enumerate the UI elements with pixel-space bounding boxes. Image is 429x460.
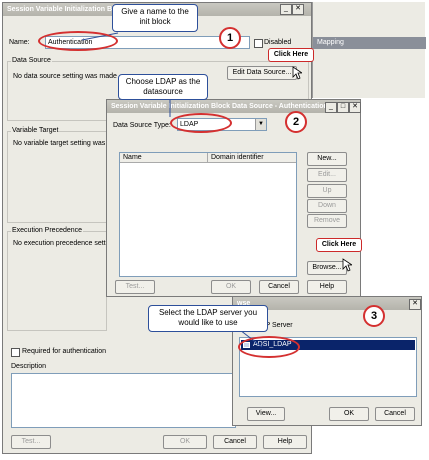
background-mapping-text: Mapping [317,39,344,46]
ds-minimize-button[interactable]: _ [325,102,337,113]
main-close-button[interactable]: ✕ [292,4,304,15]
required-auth-label: Required for authentication [22,348,107,355]
step-1-marker: 1 [219,27,241,49]
edit-button[interactable]: Edit... [307,168,347,182]
view-button[interactable]: View... [247,407,285,421]
ds-cancel-button[interactable]: Cancel [259,280,299,294]
step-2-marker: 2 [285,111,307,133]
ldap-list-header [120,153,296,163]
background-window: Mapping [312,2,426,98]
new-button[interactable]: New... [307,152,347,166]
col-name-header[interactable]: Name [123,154,142,161]
col-domain-header[interactable]: Domain identifier [211,154,264,161]
datasource-group-label: Data Source [11,57,52,64]
datasource-type-label: Data Source Type: [113,122,171,129]
disabled-label: Disabled [264,39,292,46]
highlight-ldap-select [170,113,232,133]
ds-test-button[interactable]: Test... [115,280,155,294]
browse-cancel-button[interactable]: Cancel [375,407,415,421]
execution-group-label: Execution Precedence [11,227,84,234]
required-auth-checkbox[interactable] [11,348,20,357]
datasource-dialog: Session Variable Initialization Block Da… [106,99,361,297]
background-window-header: Mapping [313,37,426,49]
ds-help-button[interactable]: Help [307,280,347,294]
datasource-status-text: No data source setting was made [13,73,117,80]
chevron-down-icon[interactable]: ▼ [255,119,266,130]
highlight-server-item [238,336,300,358]
variable-target-text: No variable target setting was [13,140,106,147]
main-cancel-button[interactable]: Cancel [213,435,257,449]
browse-close-button[interactable]: ✕ [409,299,421,310]
up-button[interactable]: Up [307,184,347,198]
main-window-controls: _ ✕ [280,4,314,15]
col-divider [207,153,208,163]
description-textarea[interactable] [11,373,236,428]
description-label: Description [11,363,47,370]
click-here-1: Click Here [268,48,314,62]
click-here-2: Click Here [316,238,362,252]
ds-ok-button[interactable]: OK [211,280,251,294]
callout-ldap: Choose LDAP as the datasource [118,74,208,100]
step-3-marker: 3 [363,305,385,327]
disabled-checkbox[interactable] [254,39,263,48]
browse-ok-button[interactable]: OK [329,407,369,421]
main-ok-button[interactable]: OK [163,435,207,449]
main-dialog-title: Session Variable Initialization Block [7,6,127,13]
variable-target-group-label: Variable Target [11,127,60,134]
ds-close-button[interactable]: ✕ [349,102,361,113]
mouse-cursor-icon-2 [342,258,352,272]
highlight-name-input [38,31,118,51]
browse-dialog-title: wse [237,300,251,307]
main-test-button[interactable]: Test... [11,435,51,449]
callout-server: Select the LDAP server you would like to… [148,305,268,332]
remove-button[interactable]: Remove [307,214,347,228]
ldap-server-list[interactable] [119,152,297,277]
main-minimize-button[interactable]: _ [280,4,292,15]
name-label: Name: [9,39,30,46]
down-button[interactable]: Down [307,199,347,213]
main-help-button[interactable]: Help [263,435,307,449]
ds-maximize-button[interactable]: □ [337,102,349,113]
datasource-dialog-title: Session Variable Initialization Block Da… [111,103,328,110]
mouse-cursor-icon [292,66,302,80]
callout-name: Give a name to the init block [112,4,198,32]
execution-text: No execution precedence setti [13,240,108,247]
